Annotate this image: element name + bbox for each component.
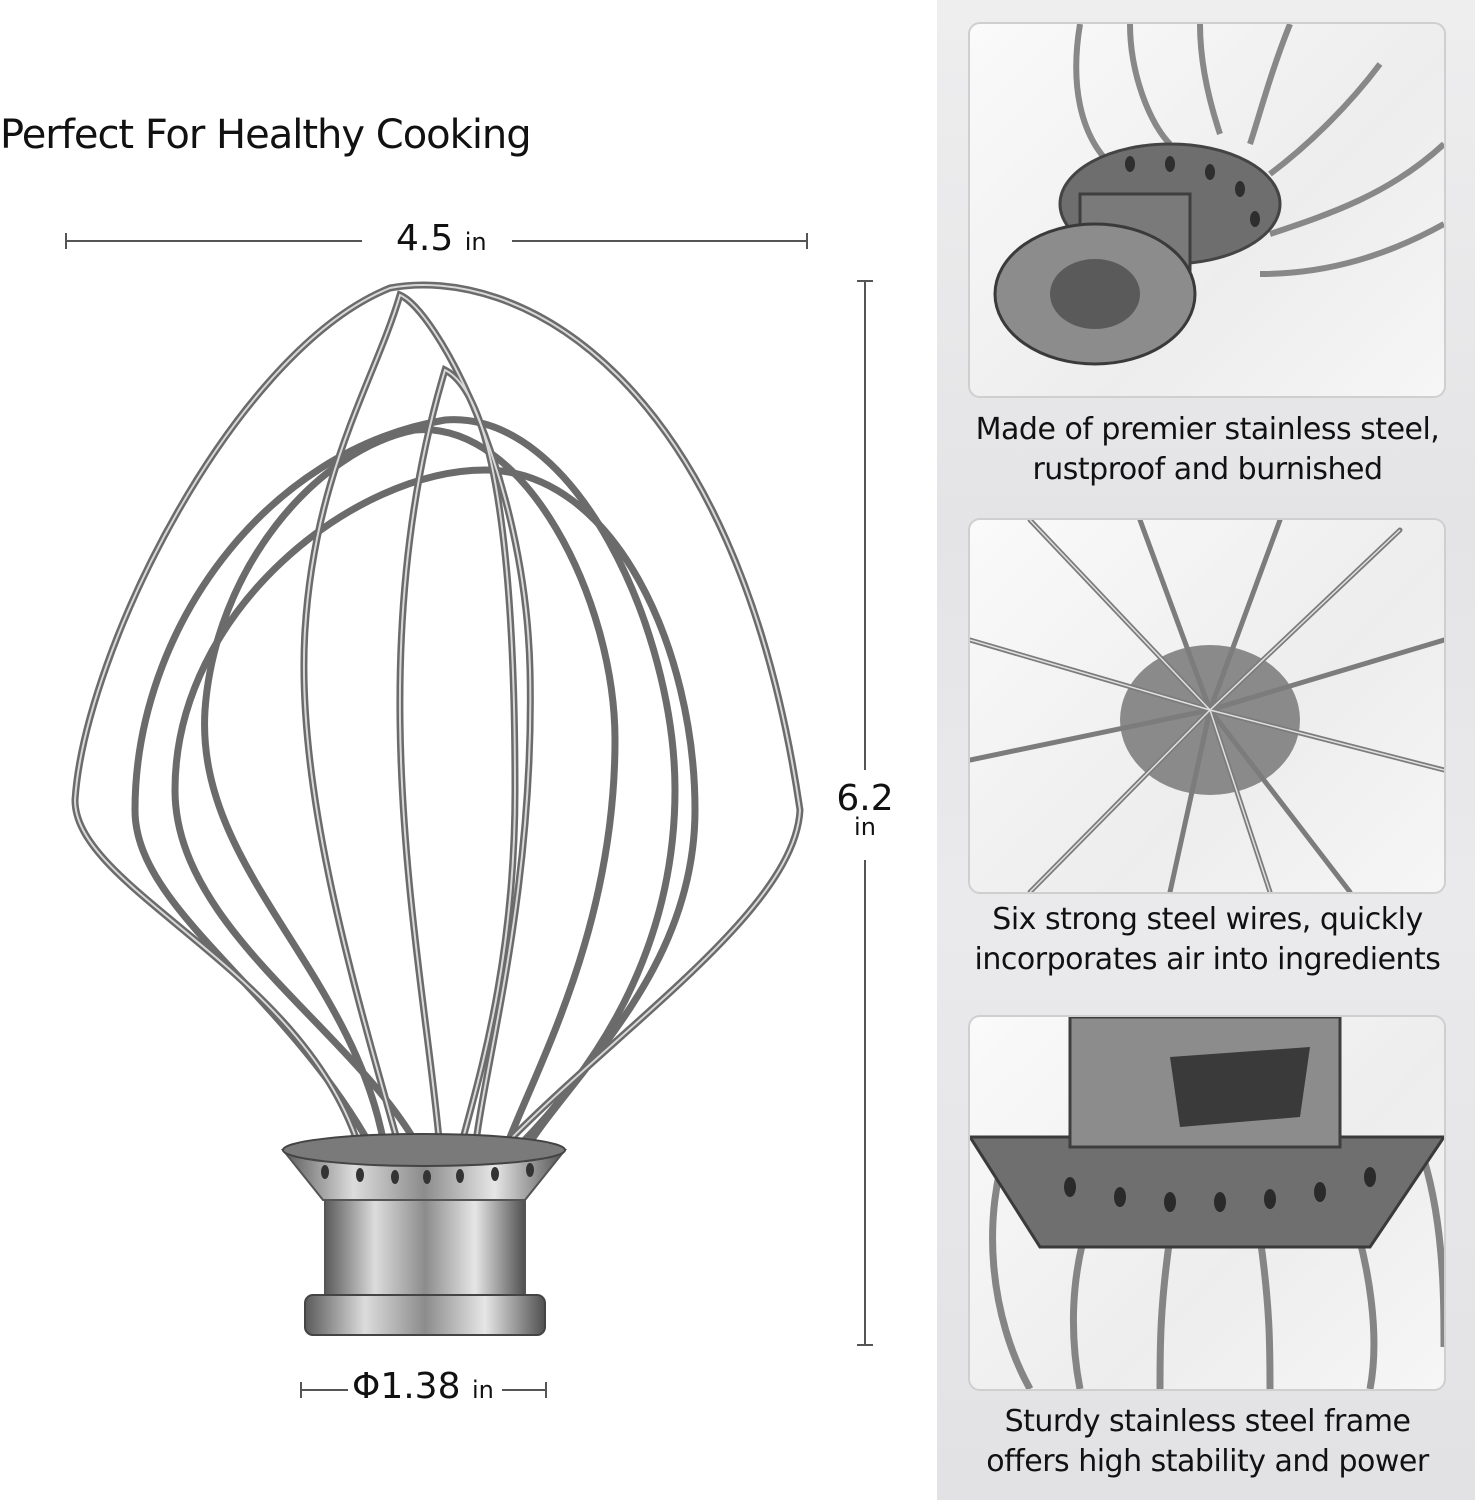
height-dimension-cap-bottom: [857, 1344, 873, 1346]
diameter-value: Φ1.38: [352, 1366, 461, 1407]
feature-caption-3-line2: offers high stability and power: [986, 1444, 1429, 1479]
height-value: 6.2: [836, 778, 894, 819]
width-dimension-cap-right: [806, 233, 808, 249]
width-dimension-cap-left: [65, 233, 67, 249]
feature-image-card-3: [968, 1015, 1446, 1391]
feature-caption-3: Sturdy stainless steel frame offers high…: [940, 1402, 1475, 1482]
width-dimension-label: 4.5 in: [396, 218, 487, 259]
feature-caption-1-line2: rustproof and burnished: [1032, 452, 1383, 487]
diameter-dimension-cap-right: [545, 1382, 547, 1398]
feature-image-card-1: [968, 22, 1446, 398]
page-title: Perfect For Healthy Cooking: [0, 112, 532, 158]
width-dimension-line-left: [65, 240, 362, 242]
whisk-wires-end-view: [970, 520, 1444, 892]
diameter-dimension-label: Φ1.38 in: [352, 1366, 494, 1407]
feature-caption-1-line1: Made of premier stainless steel,: [975, 412, 1440, 447]
height-unit: in: [854, 813, 876, 841]
diameter-unit: in: [471, 1376, 494, 1404]
feature-image-card-2: [968, 518, 1446, 894]
height-dimension-line-bottom: [864, 860, 866, 1345]
whisk-product-image: [71, 281, 804, 1336]
whisk-hub-top-view: [993, 24, 1444, 366]
feature-caption-1: Made of premier stainless steel, rustpro…: [940, 410, 1475, 490]
width-unit: in: [464, 228, 487, 256]
diameter-dimension-line-left: [300, 1389, 348, 1391]
feature-caption-3-line1: Sturdy stainless steel frame: [1004, 1404, 1411, 1439]
diameter-dimension-cap-left: [300, 1382, 302, 1398]
whisk-frame-closeup: [970, 1017, 1444, 1389]
height-dimension-label: 6.2 in: [830, 778, 900, 841]
diameter-dimension-line-right: [502, 1389, 546, 1391]
feature-caption-2-line1: Six strong steel wires, quickly: [992, 902, 1423, 937]
width-value: 4.5: [396, 218, 454, 259]
feature-caption-2-line2: incorporates air into ingredients: [974, 942, 1441, 977]
feature-caption-2: Six strong steel wires, quickly incorpor…: [940, 900, 1475, 980]
height-dimension-line-top: [864, 280, 866, 770]
width-dimension-line-right: [512, 240, 808, 242]
